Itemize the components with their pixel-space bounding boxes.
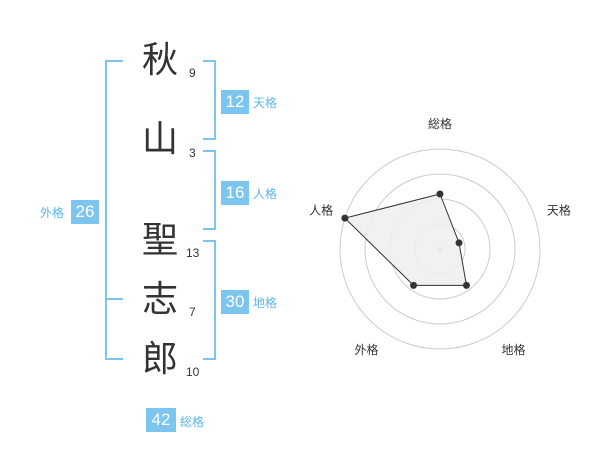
name-char-3: 聖 bbox=[141, 220, 178, 261]
name-char-2: 山 bbox=[141, 119, 178, 160]
gaikaku-bracket bbox=[105, 60, 123, 360]
tenkaku-bracket bbox=[203, 60, 216, 140]
chikaku-value: 30 bbox=[221, 290, 249, 314]
radar-axis-label-5: 人格 bbox=[309, 202, 333, 217]
radar-point-2 bbox=[455, 239, 463, 247]
radar-polygon-layer bbox=[343, 193, 468, 286]
radar-point-3 bbox=[462, 281, 470, 289]
stroke-count-3: 13 bbox=[186, 246, 200, 260]
gaikaku-label: 外格 bbox=[40, 206, 65, 220]
jinkaku-label: 人格 bbox=[253, 187, 278, 201]
radar-points bbox=[341, 190, 470, 289]
stroke-count-4: 7 bbox=[189, 305, 196, 319]
radar-axis-label-3: 地格 bbox=[501, 342, 525, 357]
name-char-1: 秋 bbox=[141, 40, 178, 81]
gaikaku-bracket-tick bbox=[105, 298, 123, 300]
radar-ring-3 bbox=[364, 173, 516, 325]
radar-point-4 bbox=[410, 281, 418, 289]
soukaku-value: 42 bbox=[146, 408, 176, 432]
stroke-count-2: 3 bbox=[189, 146, 196, 160]
radar-ring-4 bbox=[339, 148, 541, 350]
tenkaku-value: 12 bbox=[221, 90, 249, 114]
jinkaku-value: 16 bbox=[221, 181, 249, 205]
chikaku-bracket bbox=[203, 240, 216, 360]
radar-axis-label-4: 外格 bbox=[355, 342, 379, 357]
stroke-count-5: 10 bbox=[186, 365, 200, 379]
radar-axis-label-1: 総格 bbox=[428, 116, 452, 131]
radar-polygon bbox=[343, 193, 468, 286]
radar-axis-label-2: 天格 bbox=[547, 202, 571, 217]
name-char-4: 志 bbox=[141, 279, 178, 320]
radar-point-1 bbox=[436, 190, 444, 198]
soukaku-label: 総格 bbox=[180, 415, 205, 429]
name-char-5: 郎 bbox=[141, 339, 178, 380]
tenkaku-label: 天格 bbox=[253, 96, 278, 110]
stroke-count-1: 9 bbox=[189, 66, 196, 80]
jinkaku-bracket bbox=[203, 150, 216, 230]
radar-point-5 bbox=[341, 214, 349, 222]
gaikaku-value: 26 bbox=[71, 200, 99, 224]
chikaku-label: 地格 bbox=[253, 296, 278, 310]
